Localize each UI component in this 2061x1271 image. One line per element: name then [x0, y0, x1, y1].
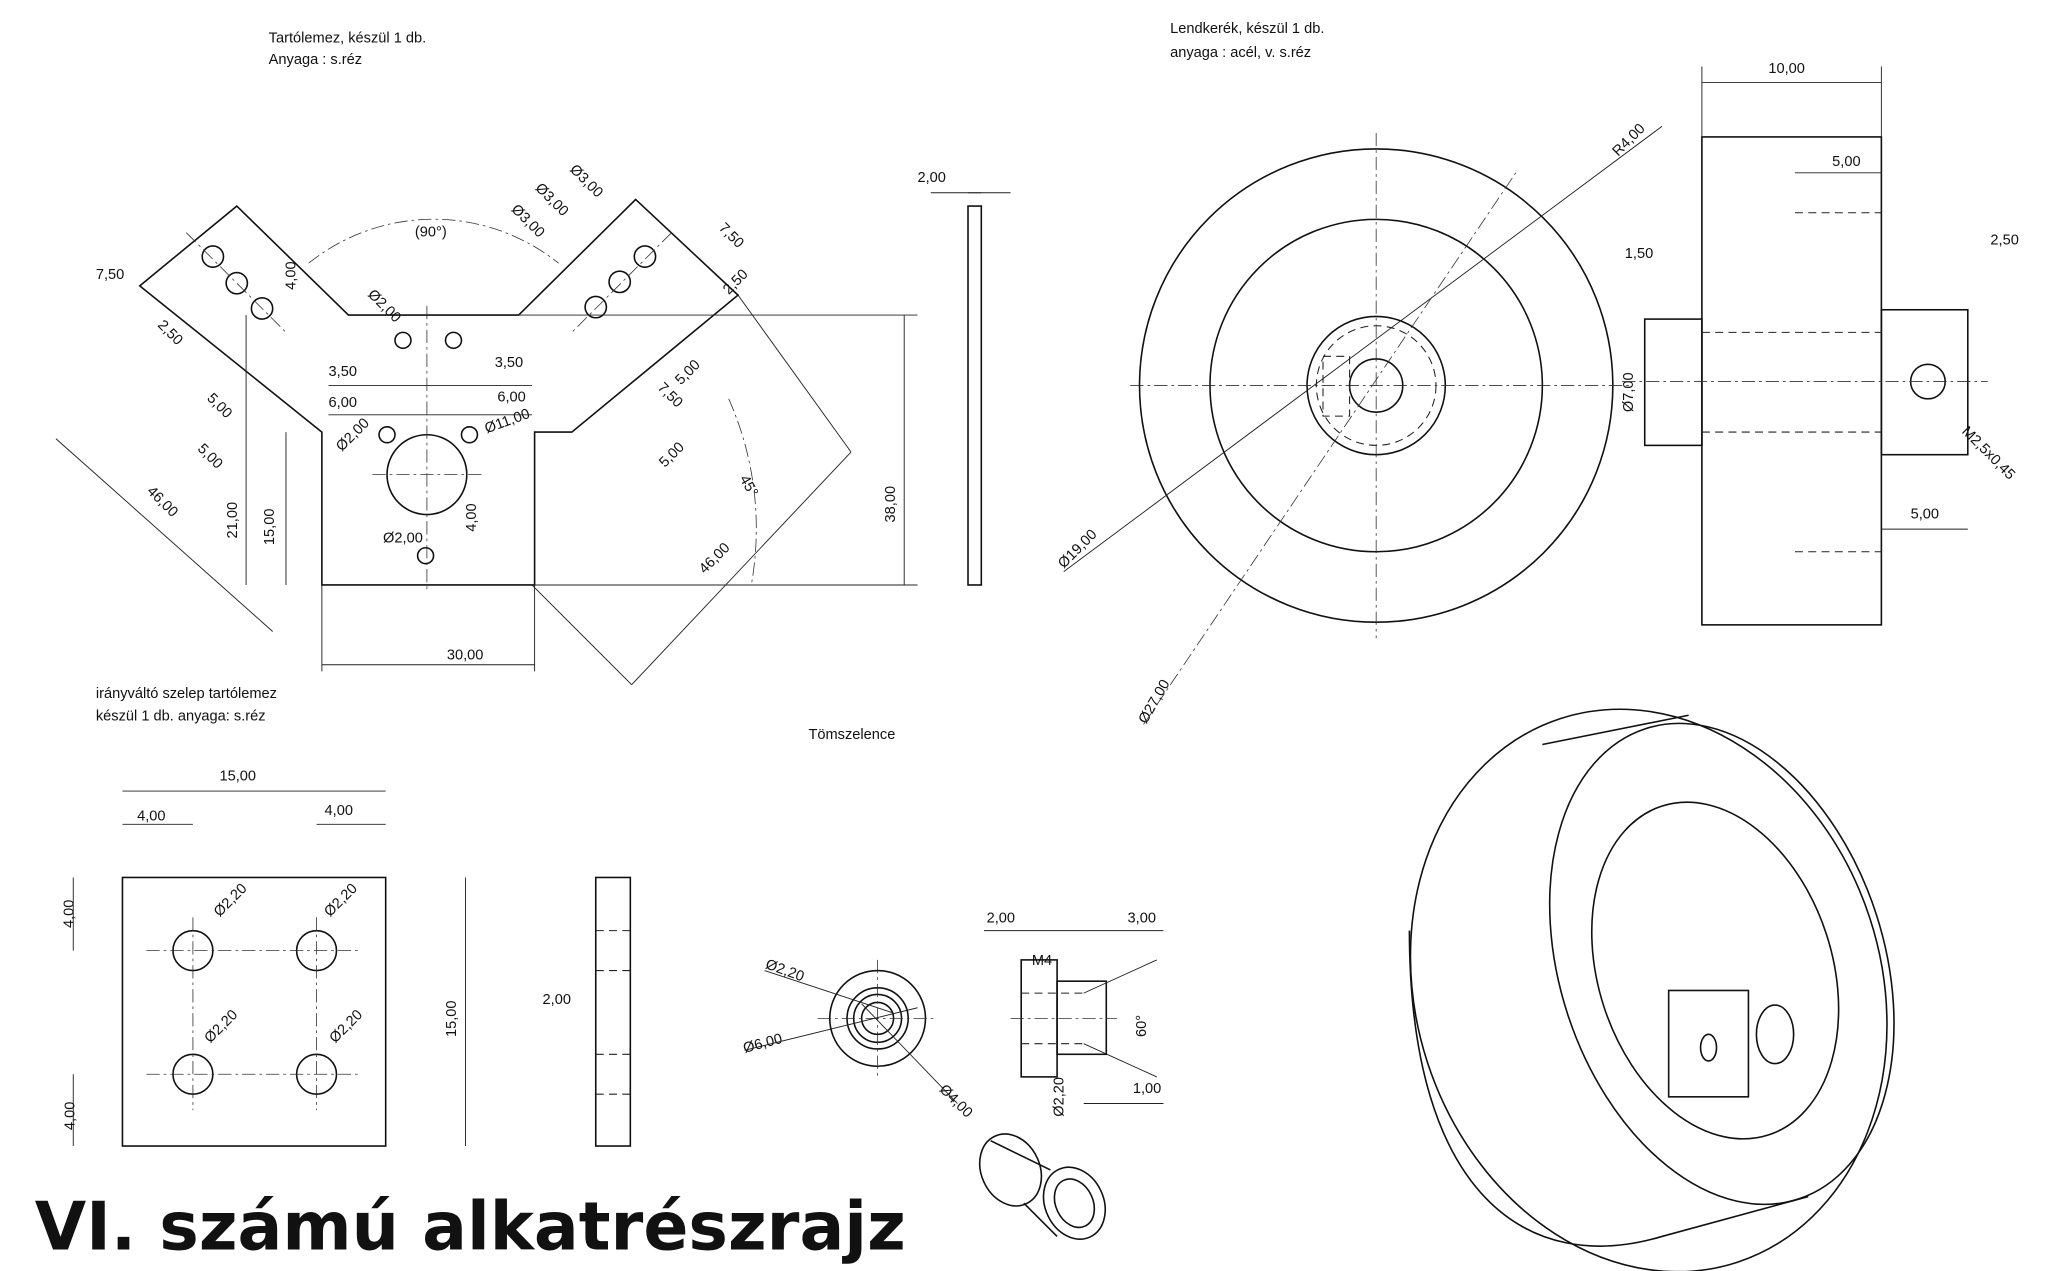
dimension-label: Ø2,20 — [763, 957, 806, 986]
dimension-label: 5,00 — [203, 390, 234, 421]
part-note-label: irányváltó szelep tartólemez — [96, 686, 277, 702]
dimension-label: 4,00 — [325, 803, 353, 819]
part-lendkerek-front-view — [1063, 125, 1663, 725]
dimension-label: Ø2,20 — [321, 881, 360, 920]
dimension-label: Ø6,00 — [742, 1031, 785, 1057]
dimension-label: 7,50 — [96, 267, 124, 283]
dimension-label: Ø2,20 — [202, 1007, 241, 1046]
dimension-label: 2,50 — [1990, 233, 2018, 249]
dimension-label: Ø3,00 — [566, 162, 605, 201]
dimension-label: 2,00 — [543, 992, 571, 1008]
dimension-label: 5,00 — [1911, 507, 1939, 523]
dimension-label: 2,00 — [987, 911, 1015, 927]
dimension-label: Ø27,00 — [1136, 677, 1174, 727]
dimension-label: (90°) — [415, 225, 447, 241]
dimension-label: 4,00 — [63, 1102, 79, 1130]
part-note-label: anyaga : acél, v. s.réz — [1170, 45, 1311, 61]
part-note-label: Anyaga : s.réz — [269, 52, 362, 68]
dimension-label: 1,50 — [1625, 246, 1653, 262]
dimension-label: 2,50 — [154, 317, 185, 348]
dimension-label: Ø2,00 — [383, 530, 423, 546]
dimension-label: 6,00 — [497, 390, 525, 406]
dimension-label: 21,00 — [225, 502, 241, 539]
dimension-label: Ø2,00 — [364, 287, 403, 326]
dimension-label: 1,00 — [1133, 1081, 1161, 1097]
dimension-label: 4,00 — [61, 900, 77, 928]
dimension-label: 38,00 — [883, 486, 899, 523]
dimension-label: Ø2,20 — [1052, 1077, 1068, 1117]
dimension-label: 15,00 — [262, 509, 278, 546]
dimension-label: 15,00 — [220, 768, 257, 784]
dimension-label: 60° — [1134, 1015, 1150, 1037]
part-tartolemez-front-view — [55, 198, 918, 686]
dimension-label: Ø3,00 — [508, 202, 547, 241]
dimension-labels: Tartólemez, készül 1 db. Anyaga : s.réz (9… — [61, 21, 2019, 1130]
drawing-title: VI. számú alkatrészrajz — [35, 1188, 906, 1266]
part-szelep-tartolemez — [72, 790, 632, 1147]
dimension-label: Ø2,20 — [211, 881, 250, 920]
dimension-label: Ø2,20 — [327, 1007, 366, 1046]
part-note-label: Tömszelence — [808, 727, 895, 743]
dimension-label: Ø3,00 — [532, 180, 571, 219]
dimension-label: Ø11,00 — [483, 406, 532, 437]
dimension-label: 3,00 — [1128, 911, 1156, 927]
dimension-label: Ø2,00 — [333, 415, 372, 454]
dimension-label: 5,00 — [672, 357, 703, 388]
dimension-label: 3,50 — [495, 355, 523, 371]
dimension-label: 3,50 — [329, 364, 357, 380]
part-lendkerek-side-view — [1622, 66, 1988, 626]
dimension-label: 4,00 — [137, 808, 165, 824]
dimension-label: 15,00 — [444, 1000, 460, 1037]
part-note-label: Tartólemez, készül 1 db. — [269, 31, 427, 47]
dimension-label: 45° — [736, 473, 761, 500]
dimension-label: 5,00 — [1832, 154, 1860, 170]
dimension-label: M4 — [1032, 953, 1052, 969]
part-lendkerek-isometric-view — [1408, 708, 1895, 1271]
dimension-label: 5,00 — [656, 439, 687, 470]
part-tomszelence — [744, 930, 1164, 1240]
dimension-label: 4,00 — [283, 261, 299, 289]
dimension-label: 30,00 — [447, 647, 484, 663]
part-note-label: Lendkerék, készül 1 db. — [1170, 21, 1324, 37]
dimension-label: Ø7,00 — [1621, 372, 1637, 412]
part-tartolemez-side-view — [930, 192, 1011, 586]
dimension-label: 2,00 — [917, 170, 945, 186]
dimension-label: 5,00 — [194, 441, 225, 472]
dimension-label: 7,50 — [715, 220, 746, 251]
dimension-label: 6,00 — [329, 395, 357, 411]
dimension-label: 46,00 — [144, 483, 181, 520]
dimension-label: 4,00 — [464, 503, 480, 531]
dimension-label: 46,00 — [696, 540, 733, 577]
dimension-label: 10,00 — [1768, 61, 1805, 77]
part-note-label: készül 1 db. anyaga: s.réz — [96, 709, 266, 725]
